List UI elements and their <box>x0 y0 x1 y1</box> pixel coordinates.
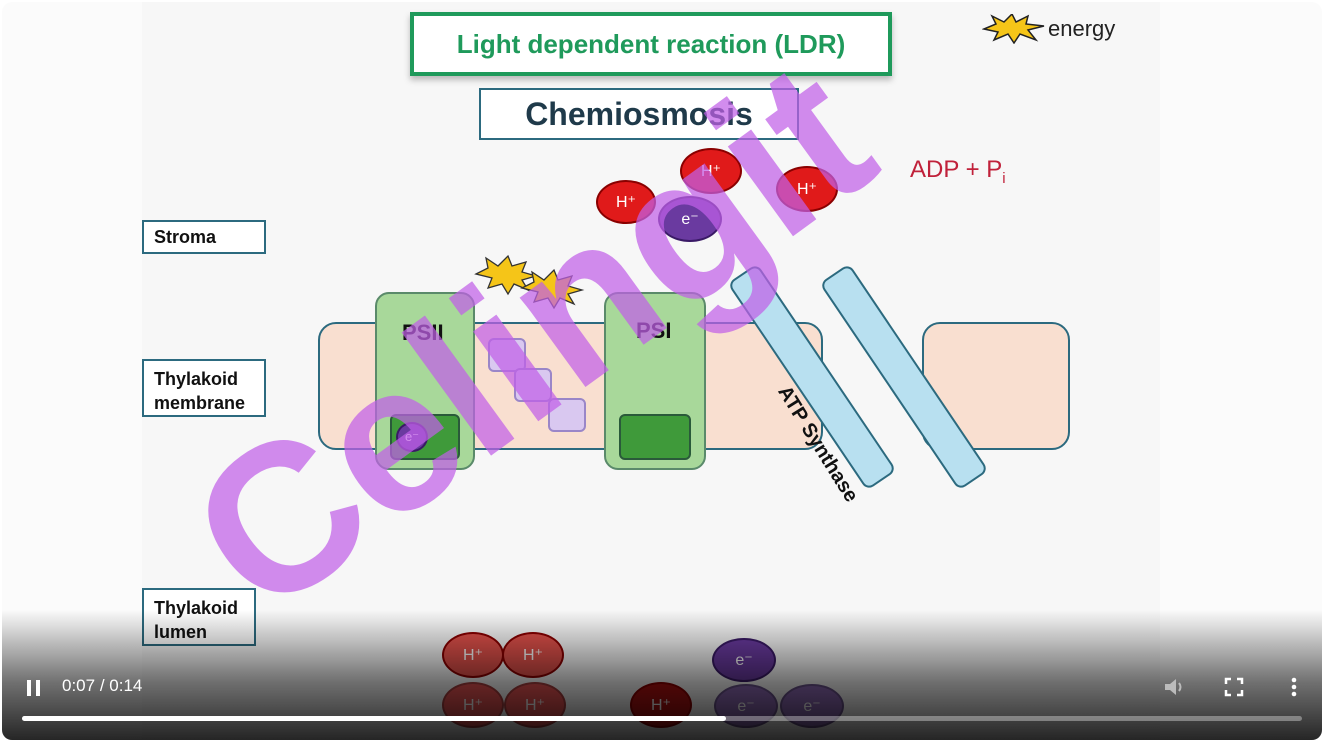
psi-label: PSI <box>636 318 672 343</box>
progress-bar[interactable] <box>22 716 1302 721</box>
volume-icon[interactable] <box>1162 676 1186 698</box>
stroma-label: Stroma <box>142 220 266 254</box>
time-separator: / <box>95 676 110 695</box>
h-ion-stroma-3: H⁺ <box>776 166 838 212</box>
electron-psii: e⁻ <box>396 422 428 452</box>
psi-reaction-center <box>619 414 691 460</box>
electron-stroma: e⁻ <box>658 196 722 242</box>
energy-legend-label: energy <box>1048 16 1116 41</box>
adp-subscript: i <box>1002 169 1006 187</box>
adp-pi-label: ADP + Pi <box>910 156 1006 187</box>
thylakoid-membrane-label: Thylakoid membrane <box>142 359 266 417</box>
fullscreen-icon[interactable] <box>1224 677 1244 697</box>
psii-label: PSII <box>402 320 444 345</box>
more-options-icon[interactable] <box>1284 676 1304 698</box>
slide-title-text: Light dependent reaction (LDR) <box>456 28 846 59</box>
slide-subtitle: Chemiosmosis <box>479 88 799 140</box>
time-display: 0:07 / 0:14 <box>62 676 142 696</box>
cytochrome-block-1 <box>488 338 526 372</box>
duration: 0:14 <box>109 676 143 695</box>
h-ion-stroma-2: H⁺ <box>680 148 742 194</box>
pause-icon[interactable] <box>24 678 44 698</box>
membrane-label-line1: Thylakoid <box>154 369 239 389</box>
current-time: 0:07 <box>62 676 96 695</box>
cytochrome-block-2 <box>514 368 552 402</box>
energy-burst-icon <box>982 14 1045 44</box>
adp-text: ADP + P <box>910 156 1003 183</box>
cytochrome-block-3 <box>548 398 586 432</box>
light-burst-icons <box>474 254 585 310</box>
slide-subtitle-text: Chemiosmosis <box>525 95 753 132</box>
stroma-label-text: Stroma <box>154 227 217 247</box>
slide-title: Light dependent reaction (LDR) <box>410 12 892 76</box>
h-ion-stroma-1: H⁺ <box>596 180 656 224</box>
progress-fill <box>22 716 726 721</box>
membrane-label-line2: membrane <box>154 393 246 413</box>
